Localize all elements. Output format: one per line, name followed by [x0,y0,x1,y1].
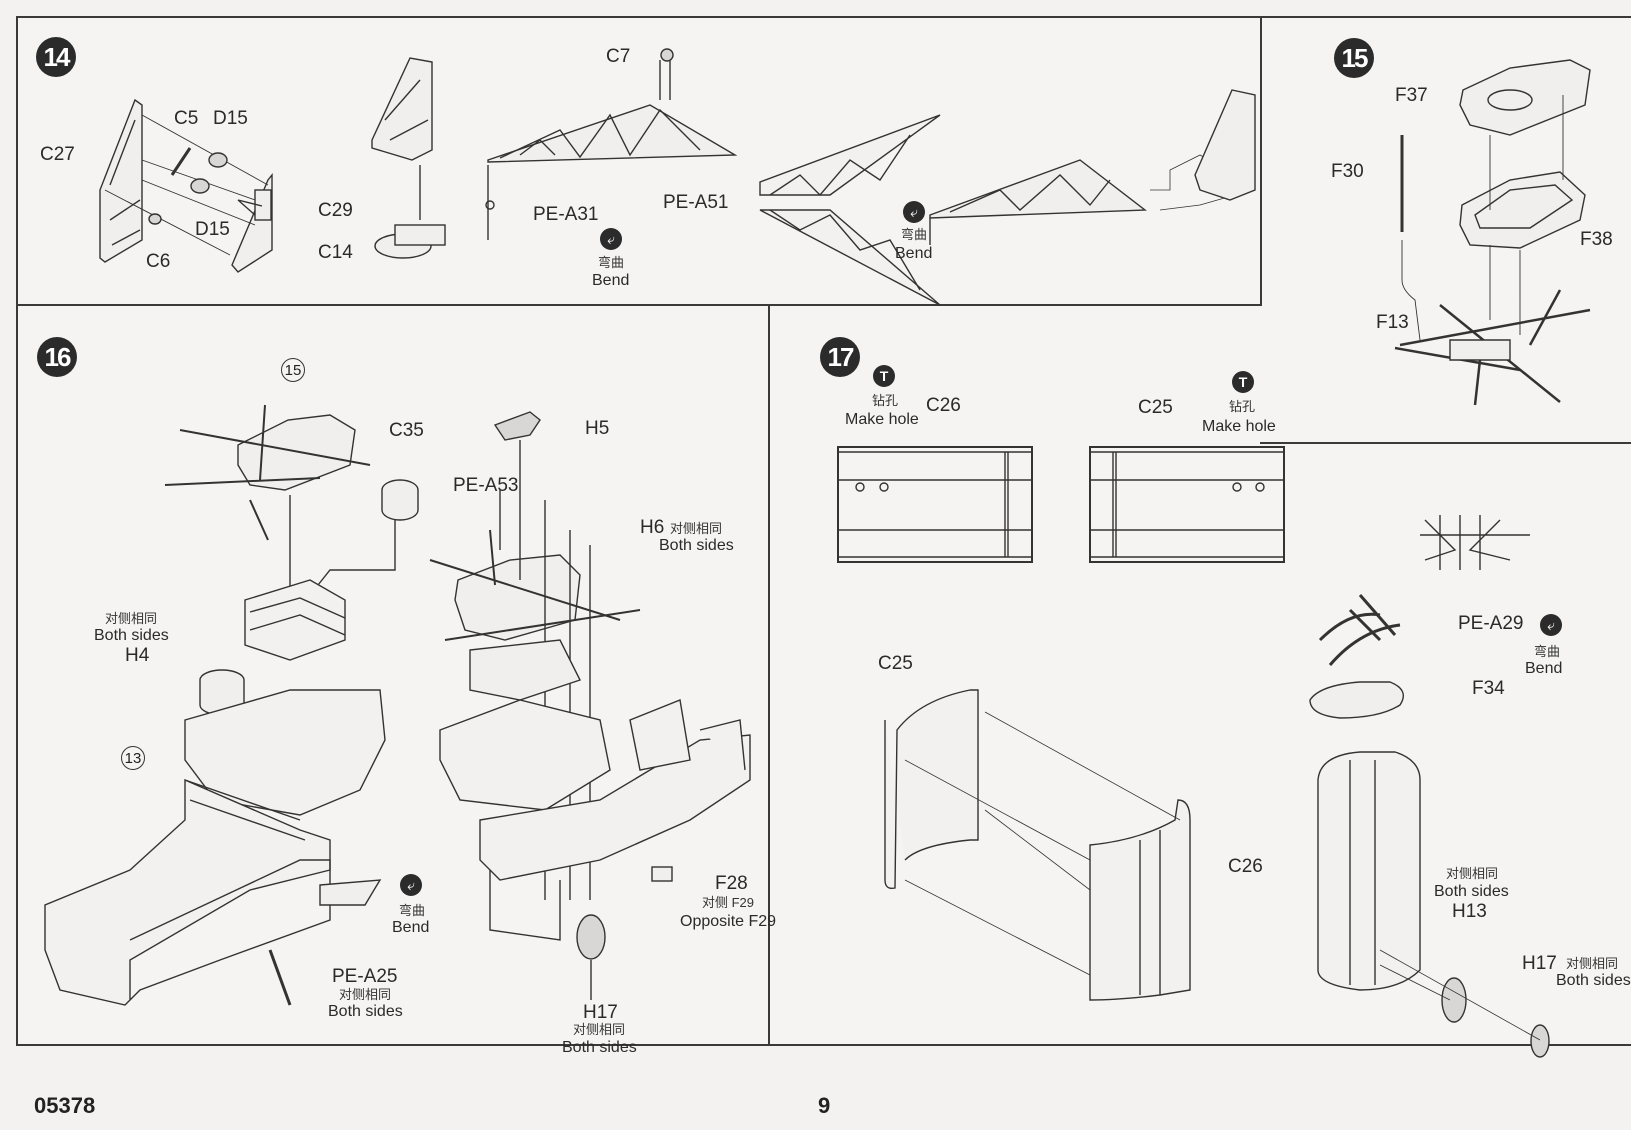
note-hole-cn: 钻孔 [872,393,899,408]
note-bend-en: Bend [895,245,933,262]
bend-icon: ⤶ [400,874,422,896]
note-h13-cn: 对侧相同 [1446,866,1499,881]
note-hole-en: Make hole [1202,418,1276,435]
label-pe-a31: PE-A31 [533,204,599,225]
part-c26-flat-drawing [837,446,1033,563]
bend-icon: ⤶ [600,228,622,250]
part-f38-drawing [1459,171,1586,249]
label-c5: C5 [174,108,199,129]
note-h17-cn: 对侧相同 [573,1022,626,1037]
step-15-bottom-border [1260,442,1631,444]
label-c35: C35 [389,420,424,441]
label-c26-curved: C26 [1228,856,1263,877]
label-f30: F30 [1331,161,1364,182]
note-h6-cn: 对侧相同 [670,521,723,536]
note-bend-en: Bend [592,272,630,289]
bridge-assembly-left [44,404,419,1006]
part-c25-flat-drawing [1089,446,1285,563]
drill-icon: T [873,365,895,387]
note-h17-cn: 对侧相同 [1566,956,1619,971]
label-h5: H5 [585,418,610,439]
note-bend-cn: 弯曲 [598,255,625,270]
label-c29: C29 [318,200,353,221]
label-c27: C27 [40,144,75,165]
label-pe-a25: PE-A25 [332,966,398,987]
label-f38: F38 [1580,229,1613,250]
note-h4-en: Both sides [94,627,169,644]
note-hole-cn: 钻孔 [1229,399,1256,414]
bridge-assembly-right [429,411,751,941]
label-f34: F34 [1472,678,1505,699]
bend-icon: ⤶ [1540,614,1562,636]
label-d15-top: D15 [213,108,248,129]
part-f37-drawing [1459,59,1591,136]
ref-step-13: 13 [121,746,145,770]
label-c25-flat: C25 [1138,397,1173,418]
note-h6-en: Both sides [659,537,734,554]
note-h17-en: Both sides [562,1039,637,1056]
label-f13: F13 [1376,312,1409,333]
note-h17-en: Both sides [1556,972,1631,989]
part-c26-curved-drawing [1089,799,1191,1001]
page-number: 9 [818,1093,831,1118]
label-h17: H17 [583,1002,618,1023]
step-15-badge: 15 [1334,38,1374,78]
pe-a29-bent-drawing [1318,594,1401,666]
bend-icon: ⤶ [903,201,925,223]
note-h13-en: Both sides [1434,883,1509,900]
step-17-panel [768,304,1631,1046]
label-h4: H4 [125,645,150,666]
label-pe-a53: PE-A53 [453,475,519,496]
label-f28: F28 [715,873,748,894]
note-pe-a25-en: Both sides [328,1003,403,1020]
step-17-badge: 17 [820,337,860,377]
note-f28-cn: 对侧 F29 [702,895,755,910]
note-pe-a25-cn: 对侧相同 [339,987,392,1002]
label-pe-a51: PE-A51 [663,192,729,213]
label-h6: H6 [640,517,665,538]
part-f13-drawing [1394,289,1591,406]
label-h13: H13 [1452,901,1487,922]
label-c6: C6 [146,251,171,272]
product-code: 05378 [34,1093,96,1118]
label-f37: F37 [1395,85,1428,106]
label-pe-a29: PE-A29 [1458,613,1524,634]
ref-step-15: 15 [281,358,305,382]
part-c25-curved-drawing [884,689,979,890]
label-d15-bottom: D15 [195,219,230,240]
note-h4-cn: 对侧相同 [105,611,158,626]
note-bend-cn: 弯曲 [1534,644,1561,659]
part-c27-drawing [99,98,143,263]
label-h17-funnel: H17 [1522,953,1557,974]
note-f28-en: Opposite F29 [680,913,777,930]
pe-a51-flat-drawing [759,114,941,306]
step-17-top-divider [768,304,1262,306]
label-c25-curved: C25 [878,653,913,674]
label-c14: C14 [318,242,353,263]
step-16-badge: 16 [37,337,77,377]
note-bend-cn: 弯曲 [901,227,928,242]
note-bend-en: Bend [1525,660,1563,677]
drill-icon: T [1232,371,1254,393]
label-c26-flat: C26 [926,395,961,416]
pe-a29-flat-drawing [1420,515,1530,570]
crane-boom-drawing [485,48,738,240]
note-bend-en: Bend [392,919,430,936]
note-hole-en: Make hole [845,411,919,428]
note-bend-cn: 弯曲 [399,903,426,918]
step-14-badge: 14 [36,37,76,77]
label-c7: C7 [606,46,631,67]
